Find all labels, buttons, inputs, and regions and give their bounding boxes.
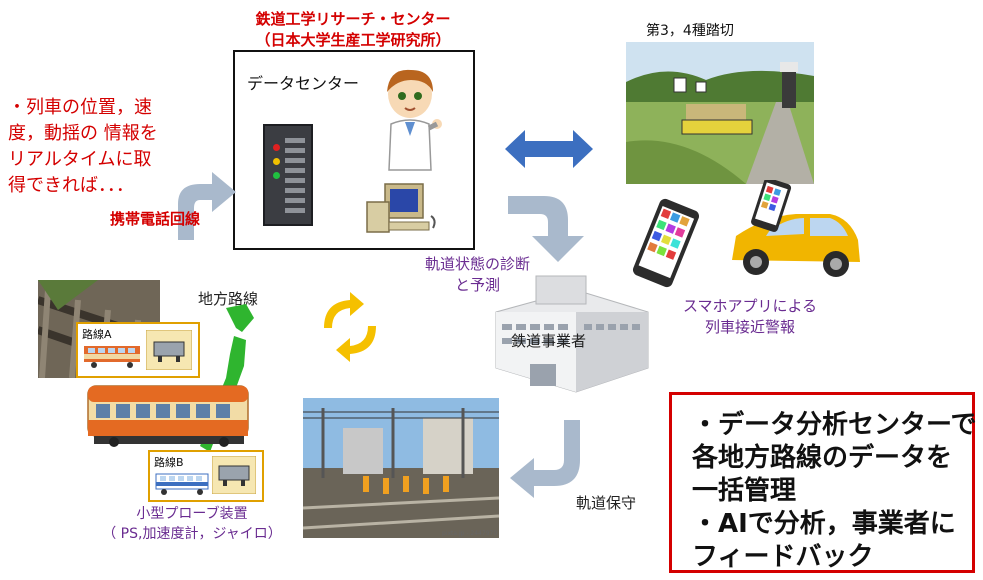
diagnosis-line-1: 軌道状態の診断 <box>424 255 530 273</box>
summary-line-5: フィードバック <box>692 542 874 572</box>
route-a-panel: 路線A <box>76 322 200 378</box>
probe-line-1: 小型プローブ装置 <box>136 506 248 522</box>
summary-line-3: 一括管理 <box>692 476 797 506</box>
computer-icon <box>366 183 436 233</box>
smartphone-app-line-2: 列車接近警報 <box>704 318 795 336</box>
route-a-train-icon <box>84 346 140 368</box>
probe-label: 小型プローブ装置 （ PS,加速度計，ジャイロ） <box>76 504 308 544</box>
server-rack-icon <box>263 124 313 226</box>
diagnosis-arrow-icon <box>508 196 584 262</box>
smartphone-icon <box>632 198 700 288</box>
route-b-label: 路線B <box>154 456 184 469</box>
summary-box: ・データ分析センターで 各地方路線のデータを 一括管理 ・AIで分析，事業者に … <box>669 392 977 573</box>
cycle-arrows-icon <box>324 292 376 362</box>
scientist-icon <box>387 69 442 171</box>
mobile-line-label: 携帯電話回線 <box>110 210 201 228</box>
route-a-probe-icon <box>146 330 192 370</box>
summary-line-1: ・データ分析センターで <box>692 410 977 440</box>
route-b-train-icon <box>155 473 209 495</box>
left-note-line-3: リアルタイムに取 <box>8 149 152 170</box>
route-a-label: 路線A <box>82 328 112 341</box>
level-crossing-photo <box>626 42 814 184</box>
upload-arrow-icon <box>178 172 236 240</box>
probe-line-2: （ PS,加速度計，ジャイロ） <box>102 526 282 542</box>
research-center-title: 鉄道工学リサーチ・センター （日本大学生産工学研究所） <box>238 9 468 51</box>
crossing-title: 第3，4種踏切 <box>646 23 734 39</box>
summary-line-4: ・AIで分析，事業者に <box>692 509 956 539</box>
orange-train-icon <box>87 385 249 447</box>
title-line-2: （日本大学生産工学研究所） <box>255 31 451 49</box>
data-center-box: データセンター <box>233 50 475 250</box>
track-maintenance-photo <box>303 398 499 538</box>
smartphone-app-label: スマホアプリによる 列車接近警報 <box>665 296 835 338</box>
smartphone-app-line-1: スマホアプリによる <box>682 297 818 315</box>
regional-line-label: 地方路線 <box>198 290 259 308</box>
bidirectional-arrow-icon <box>505 130 593 168</box>
title-line-1: 鉄道工学リサーチ・センター <box>255 10 451 28</box>
photo-credit: pixta.jp - 2447970 <box>442 530 498 537</box>
operator-label: 鉄道事業者 <box>511 332 587 350</box>
data-center-label: データセンター <box>247 74 360 93</box>
summary-line-2: 各地方路線のデータを <box>692 443 953 473</box>
maintenance-arrow-icon <box>510 420 580 498</box>
car-icon <box>732 180 860 277</box>
left-note-line-4: 得できれば．．． <box>8 175 134 196</box>
left-note: ・列車の位置，速 度，動揺の 情報を リアルタイムに取 得できれば．．． <box>8 95 193 199</box>
diagnosis-label: 軌道状態の診断 と予測 <box>415 254 540 296</box>
maintenance-label: 軌道保守 <box>576 494 637 512</box>
left-note-line-1: ・列車の位置，速 <box>8 97 152 118</box>
diagnosis-line-2: と予測 <box>454 276 500 294</box>
railway-operator-building-icon <box>495 275 649 393</box>
left-note-line-2: 度，動揺の 情報を <box>8 123 158 144</box>
route-b-probe-icon <box>212 456 256 494</box>
route-b-panel: 路線B <box>148 450 264 502</box>
